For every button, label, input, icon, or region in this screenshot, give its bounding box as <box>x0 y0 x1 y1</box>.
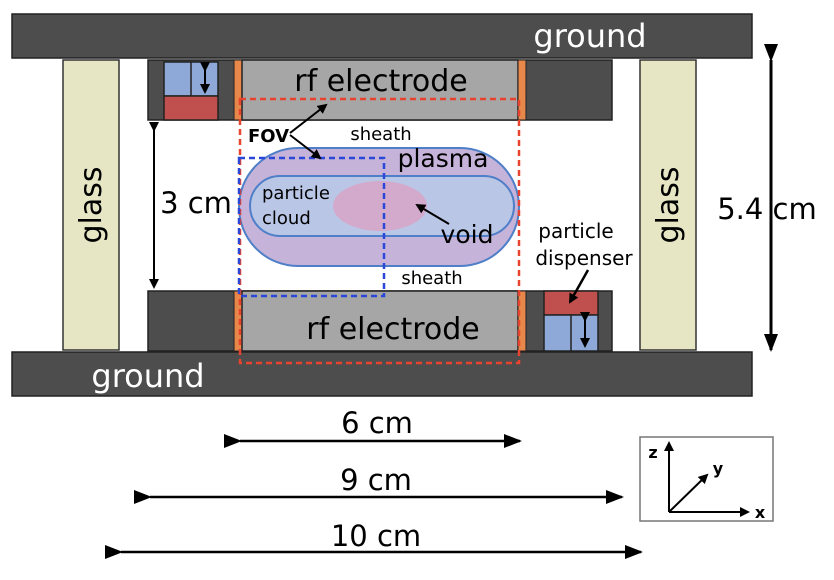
width-6cm-label: 6 cm <box>341 406 413 440</box>
axes-box <box>639 436 774 522</box>
ground-plate-top <box>11 13 753 59</box>
ground-plate-bottom <box>11 351 753 397</box>
void-pointer-arrow <box>415 203 450 225</box>
ground-top-label: ground <box>533 17 646 55</box>
plasma-label: plasma <box>398 144 489 173</box>
bottom-dispenser-red <box>543 290 599 316</box>
particle-cloud-label-line2: cloud <box>262 208 311 229</box>
void-region <box>333 181 427 231</box>
fov-pointer-red <box>289 103 328 134</box>
sheath-bottom-label: sheath <box>401 268 462 289</box>
dispenser-label-line1: particle <box>538 219 613 243</box>
fov-label: FOV <box>248 126 289 147</box>
gap-height-label: 3 cm <box>160 186 232 220</box>
dispenser-label-line2: dispenser <box>535 246 633 270</box>
glass-left-label: glass <box>74 166 109 243</box>
axis-z-label: z <box>648 443 657 462</box>
rf-electrode-bottom-label: rf electrode <box>306 312 479 347</box>
width-10cm-label: 10 cm <box>331 519 421 553</box>
y-axis-arrow <box>668 473 709 513</box>
glass-right-label: glass <box>651 166 686 243</box>
top-rf-electrode <box>241 59 519 121</box>
rf-electrode-top-label: rf electrode <box>294 64 467 99</box>
top-dispenser-red <box>163 95 219 121</box>
total-height-label: 5.4 cm <box>717 192 817 226</box>
sheath-top-label: sheath <box>350 124 411 145</box>
glass-right <box>639 59 697 351</box>
axis-x-label: x <box>755 503 766 522</box>
glass-left <box>62 59 120 351</box>
top-insulator-right <box>517 59 527 121</box>
axis-y-label: y <box>713 459 724 478</box>
fov-pointer-blue <box>289 134 322 160</box>
dispenser-pointer-arrow <box>568 269 590 304</box>
ground-bottom-label: ground <box>91 357 204 395</box>
bottom-rf-electrode <box>241 290 519 352</box>
void-label: void <box>441 220 494 249</box>
particle-cloud-label-line1: particle <box>262 183 330 204</box>
width-9cm-label: 9 cm <box>340 463 412 497</box>
